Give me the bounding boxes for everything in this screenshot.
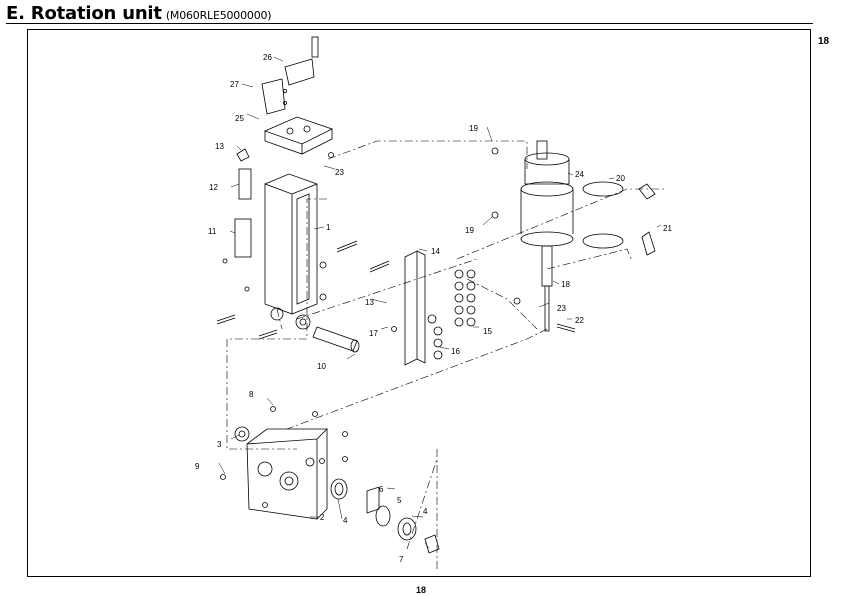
callout-label: 4	[343, 516, 348, 525]
side-page-number: 18	[818, 36, 830, 47]
callout-label: 24	[575, 170, 584, 179]
callout-labels: 1 2 3 4 4 5 6 7 8 9 10 11 12 13 13 14 15…	[195, 53, 672, 564]
section-title: E. Rotation unit	[6, 3, 162, 24]
valve-manifold	[404, 250, 476, 366]
shafts-and-pins	[216, 240, 576, 353]
callout-label: 19	[469, 124, 478, 133]
callout-label: 8	[249, 390, 254, 399]
callout-label: 25	[235, 114, 244, 123]
callout-label: 13	[215, 142, 224, 151]
callout-label: 23	[557, 304, 566, 313]
callout-label: 27	[230, 80, 239, 89]
callout-label: 4	[423, 507, 428, 516]
callout-label: 14	[431, 247, 440, 256]
callout-label: 3	[217, 440, 222, 449]
callout-label: 18	[561, 280, 570, 289]
callout-label: 15	[483, 327, 492, 336]
callout-label: 7	[399, 555, 404, 564]
callout-label: 21	[663, 224, 672, 233]
part-code: (M060RLE5000000)	[165, 9, 272, 22]
bearing-stack	[330, 478, 440, 554]
leader-lines	[218, 56, 662, 549]
callout-label: 22	[575, 316, 584, 325]
fittings-row-16	[427, 314, 443, 360]
callout-label: 11	[208, 227, 217, 236]
callout-label: 26	[263, 53, 272, 62]
callout-label: 9	[195, 462, 200, 471]
exploded-parts-diagram: 1 2 3 4 4 5 6 7 8 9 10 11 12 13 13 14 15…	[195, 36, 672, 569]
callout-label: 13	[365, 298, 374, 307]
callout-label: 19	[465, 226, 474, 235]
callout-label: 17	[369, 329, 378, 338]
assembly-guide-lines	[226, 140, 667, 569]
callout-label: 20	[616, 174, 625, 183]
callout-label: 6	[379, 485, 384, 494]
top-bracket-plates	[261, 36, 334, 155]
callout-label: 2	[320, 513, 325, 522]
fittings-row-15	[454, 269, 476, 327]
callout-label: 10	[317, 362, 326, 371]
footer-page-number: 18	[415, 585, 426, 595]
cylinder-clamps	[582, 181, 656, 256]
page-title: E. Rotation unit(M060RLE5000000)	[6, 3, 272, 24]
callout-label: 23	[335, 168, 344, 177]
side-bars	[234, 148, 252, 258]
callout-label: 1	[326, 223, 331, 232]
small-screws	[220, 147, 521, 508]
callout-label: 16	[451, 347, 460, 356]
callout-label: 12	[209, 183, 218, 192]
callout-label: 5	[397, 496, 402, 505]
air-cylinder	[520, 140, 574, 332]
title-underline	[6, 23, 813, 24]
drawing-frame	[27, 29, 811, 577]
column-housing	[264, 173, 318, 330]
rotation-base	[234, 426, 328, 520]
